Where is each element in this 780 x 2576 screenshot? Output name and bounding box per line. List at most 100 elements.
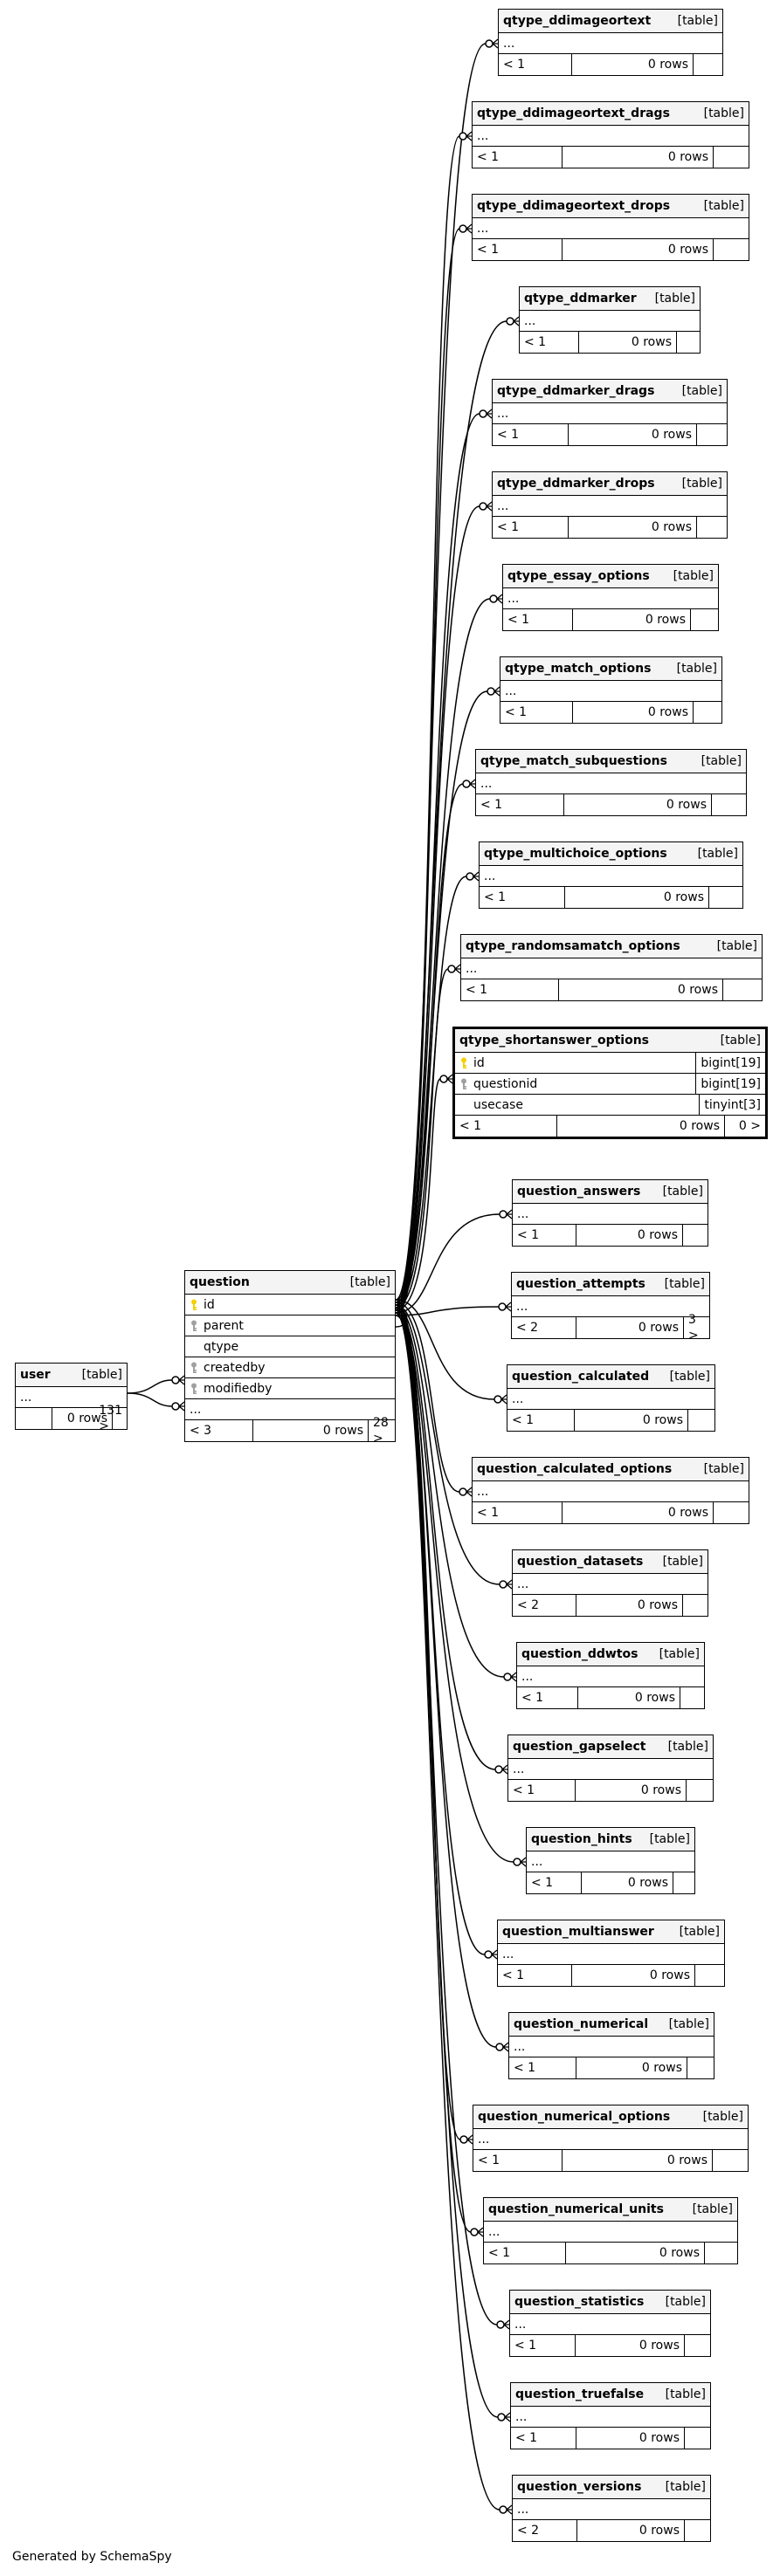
children-count[interactable]	[682, 1225, 708, 1246]
table-name[interactable]: question_numerical_units	[488, 2202, 664, 2216]
table-name[interactable]: question_numerical_options	[478, 2110, 671, 2124]
table-name[interactable]: question_statistics	[514, 2295, 645, 2309]
table-name[interactable]: question_ddwtos	[521, 1647, 638, 1661]
table-name[interactable]: qtype_ddimageortext	[503, 14, 652, 28]
table-name[interactable]: qtype_match_subquestions	[480, 754, 667, 768]
table-name[interactable]: qtype_ddmarker_drops	[497, 477, 655, 491]
parents-count[interactable]	[16, 1408, 52, 1429]
children-count[interactable]: 0 >	[724, 1116, 765, 1137]
children-count[interactable]: 28 >	[368, 1416, 395, 1446]
children-count[interactable]	[687, 1410, 714, 1431]
table-name[interactable]: question_multianswer	[502, 1925, 654, 1939]
children-count[interactable]	[711, 794, 746, 815]
parents-count[interactable]: < 1	[480, 798, 503, 812]
children-count[interactable]	[680, 1687, 704, 1708]
children-count[interactable]	[708, 887, 742, 908]
children-count[interactable]: 131 >	[99, 1404, 127, 1433]
table-name[interactable]: question_versions	[517, 2480, 642, 2494]
children-count[interactable]	[713, 239, 749, 260]
parents-count[interactable]: < 1	[497, 520, 520, 534]
table-name[interactable]: question_hints	[531, 1832, 632, 1846]
table-name[interactable]: question_numerical	[514, 2017, 649, 2031]
parents-count[interactable]: < 2	[517, 1598, 540, 1612]
table-name[interactable]: question_attempts	[516, 1277, 645, 1291]
parents-count[interactable]: < 1	[512, 1413, 535, 1427]
children-count[interactable]	[722, 979, 762, 1000]
table-name[interactable]: qtype_ddmarker_drags	[497, 384, 655, 398]
table-question-calculated-options[interactable]: question_calculated_options[table]...< 1…	[472, 1457, 749, 1524]
children-count[interactable]	[713, 147, 749, 168]
children-count[interactable]	[684, 2428, 710, 2449]
parents-count[interactable]: < 2	[517, 2524, 540, 2538]
table-name[interactable]: qtype_ddmarker	[524, 292, 637, 306]
children-count[interactable]	[682, 1595, 708, 1616]
parents-count[interactable]: < 1	[521, 1691, 544, 1705]
column-row[interactable]: id	[185, 1295, 395, 1315]
parents-count[interactable]: < 3	[190, 1424, 212, 1438]
children-count[interactable]	[693, 54, 722, 75]
parents-count[interactable]: < 1	[505, 705, 528, 719]
children-count[interactable]	[696, 517, 727, 538]
children-count[interactable]	[684, 2520, 710, 2541]
table-name[interactable]: user	[20, 1368, 51, 1382]
table-name[interactable]: question_truefalse	[515, 2387, 645, 2401]
table-name[interactable]: qtype_multichoice_options	[484, 847, 667, 861]
parents-count[interactable]: < 1	[488, 2246, 511, 2260]
table-name[interactable]: question	[190, 1275, 250, 1289]
parents-count[interactable]: < 1	[515, 2431, 538, 2445]
parents-count[interactable]: < 1	[478, 2154, 500, 2167]
parents-count[interactable]: < 1	[513, 1783, 535, 1797]
table-name[interactable]: qtype_match_options	[505, 662, 652, 676]
children-count[interactable]	[713, 1502, 749, 1523]
table-name[interactable]: qtype_randomsamatch_options	[466, 939, 680, 953]
parents-count[interactable]: < 1	[484, 890, 507, 904]
table-name[interactable]: question_calculated_options	[477, 1462, 673, 1476]
column-row[interactable]: parent	[185, 1315, 395, 1336]
children-count[interactable]	[673, 1872, 694, 1893]
children-count[interactable]	[690, 609, 718, 630]
column-row[interactable]: modifiedby	[185, 1378, 395, 1399]
children-count[interactable]	[694, 1965, 724, 1986]
parents-count[interactable]: < 1	[502, 1968, 525, 1982]
parents-count[interactable]: < 1	[477, 243, 500, 257]
parents-count[interactable]: < 1	[466, 983, 488, 997]
table-name[interactable]: question_calculated	[512, 1370, 650, 1384]
children-count[interactable]	[693, 702, 721, 723]
table-name[interactable]: question_datasets	[517, 1555, 644, 1569]
children-count[interactable]	[712, 2150, 748, 2171]
parents-count[interactable]: < 1	[524, 335, 547, 349]
table-name[interactable]: qtype_essay_options	[507, 569, 650, 583]
table-qtype-randomsamatch-options[interactable]: qtype_randomsamatch_options[table]...< 1…	[460, 934, 763, 1001]
children-count[interactable]	[684, 2335, 710, 2356]
children-count[interactable]: 3 >	[683, 1313, 709, 1343]
parents-count[interactable]: < 1	[477, 150, 500, 164]
table-name[interactable]: qtype_shortanswer_options	[459, 1034, 649, 1048]
parents-count[interactable]: < 1	[459, 1119, 482, 1133]
parents-count[interactable]: < 1	[514, 2339, 537, 2353]
parents-count[interactable]: < 1	[517, 1228, 540, 1242]
table-name[interactable]: question_gapselect	[513, 1740, 646, 1754]
parents-count[interactable]: < 1	[514, 2061, 536, 2075]
